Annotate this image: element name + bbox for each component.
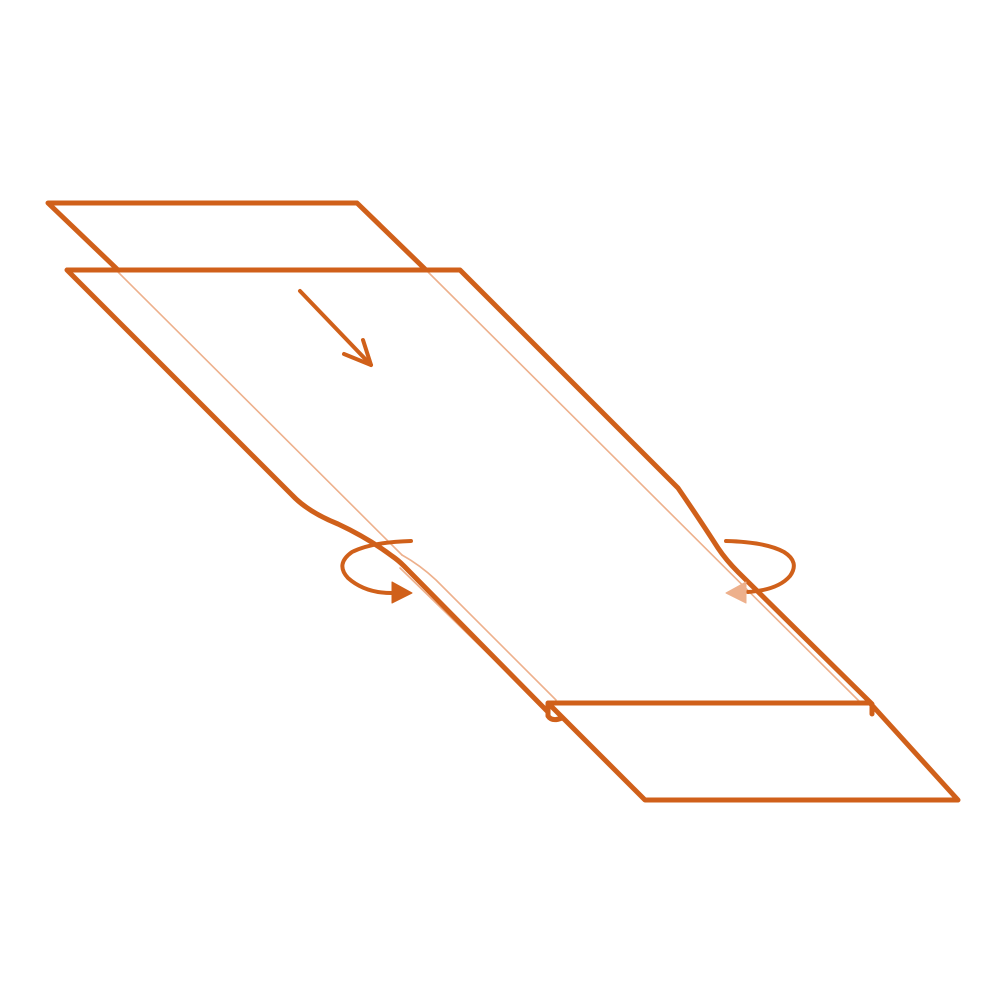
curved-fold-arrow-icon-right <box>724 539 796 604</box>
fold-guide-right <box>427 271 863 705</box>
main-panel <box>64 267 875 723</box>
fold-guide-left <box>117 271 403 556</box>
fold-guide-lines <box>117 271 863 713</box>
top-back-panel <box>45 200 429 273</box>
fold-guide-left-lower <box>401 554 557 701</box>
bottom-panel <box>545 700 961 803</box>
curved-fold-arrow-icon-left <box>340 539 413 604</box>
straight-arrow-icon <box>298 289 373 367</box>
